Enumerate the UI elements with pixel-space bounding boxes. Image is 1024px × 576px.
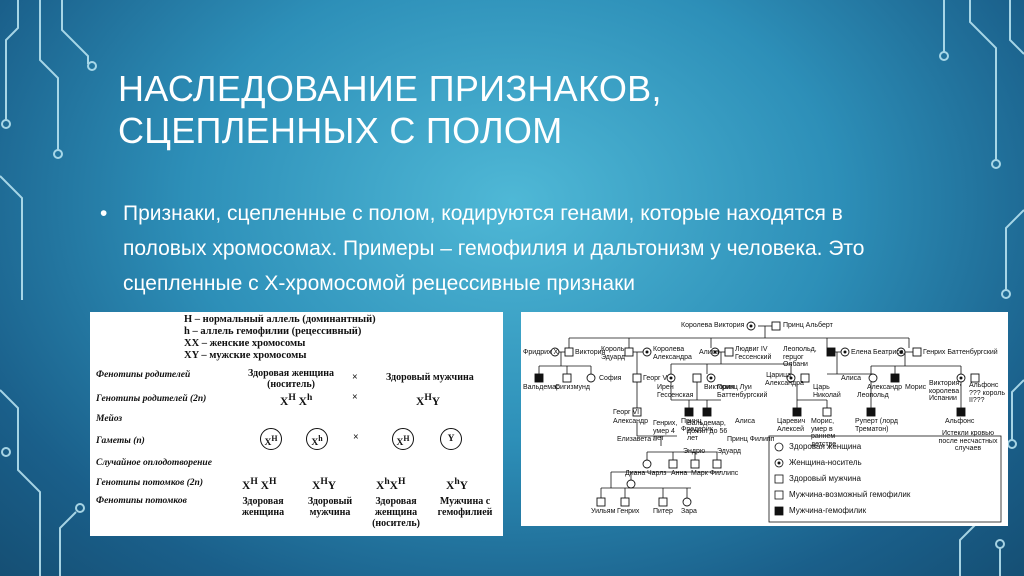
offspring-genotype: XHY bbox=[312, 476, 337, 492]
gamete-circle: Y bbox=[440, 428, 462, 450]
bullet-text: Признаки, сцепленные с полом, кодируются… bbox=[123, 202, 865, 295]
bullet-item: • Признаки, сцепленные с полом, кодируют… bbox=[100, 196, 920, 301]
pedigree-legend-item: Мужчина-возможный гемофилик bbox=[789, 490, 911, 499]
person-label: Леопольд, герцог Олбани bbox=[783, 346, 817, 368]
pedigree-legend-item: Женщина-носитель bbox=[789, 458, 862, 467]
person-label: Альфонс ??? король II??? bbox=[969, 382, 1006, 404]
person-label: Эндрю bbox=[683, 448, 706, 455]
cross-sign: × bbox=[353, 432, 359, 443]
inheritance-scheme-image: H – нормальный аллель (доминантный) h – … bbox=[90, 312, 503, 536]
row-label: Мейоз bbox=[96, 414, 123, 424]
pedigree-chart-image: Королева Виктория Принц Альберт Фридрих … bbox=[521, 312, 1008, 526]
person-label: Виктория bbox=[575, 349, 606, 356]
row-label: Фенотипы родителей bbox=[96, 370, 191, 380]
person-label: Королева Александра bbox=[653, 346, 692, 361]
parent-female-genotype: XH Xh bbox=[280, 392, 313, 408]
person-label: Александр bbox=[613, 418, 649, 425]
pedigree-legend-item: Мужчина-гемофилик bbox=[789, 506, 867, 515]
cross-sign: × bbox=[352, 392, 358, 403]
person-label: Король Эдуард bbox=[601, 346, 626, 361]
person-label: Георг VI bbox=[613, 409, 640, 416]
person-label: Марк Филлипс bbox=[691, 470, 739, 477]
gamete-circle: XH bbox=[260, 428, 282, 450]
offspring-phenotype: Здоровая женщина bbox=[241, 496, 285, 518]
person-label: Ирен Гессенская bbox=[657, 384, 694, 399]
legend-line: XY – мужские хромосомы bbox=[184, 350, 307, 361]
gamete-circle: XH bbox=[392, 428, 414, 450]
person-label: Уильям bbox=[591, 508, 616, 515]
person-label: Беатриса bbox=[873, 349, 904, 356]
legend-line: H – нормальный аллель (доминантный) bbox=[184, 314, 376, 325]
person-label: Принц Луи Баттенбургский bbox=[717, 384, 768, 399]
person-label: Морис bbox=[905, 384, 927, 391]
person-label: Принц Филипп bbox=[727, 436, 775, 443]
gamete-circle: Xh bbox=[306, 428, 328, 450]
person-label: София bbox=[599, 375, 622, 382]
person-label: Руперт (лорд Трематон) bbox=[855, 418, 898, 433]
row-label: Гаметы (п) bbox=[96, 436, 145, 446]
pedigree-legend-item: Здоровый мужчина bbox=[789, 474, 861, 483]
parent-male-phenotype: Здоровый мужчина bbox=[386, 372, 474, 383]
person-label: Сигизмунд bbox=[555, 384, 590, 391]
pedigree-lines bbox=[534, 321, 1002, 523]
legend-line: XX – женские хромосомы bbox=[184, 338, 306, 349]
person-label: Морис, умер в раннем детстве bbox=[811, 418, 837, 448]
person-label: Генрих bbox=[617, 508, 640, 515]
slide-title: НАСЛЕДОВАНИЕ ПРИЗНАКОВ, СЦЕПЛЕННЫХ С ПОЛ… bbox=[118, 68, 662, 151]
row-label: Фенотипы потомков bbox=[96, 496, 187, 506]
offspring-genotype: XhXH bbox=[376, 476, 406, 492]
offspring-genotype: XhY bbox=[446, 476, 468, 492]
person-label: Эдуард bbox=[717, 448, 742, 455]
offspring-genotype: XH XH bbox=[242, 476, 277, 492]
person-label: Диана bbox=[625, 470, 646, 477]
person-label: Принц Фредерик bbox=[681, 418, 713, 433]
offspring-phenotype: Мужчина с гемофилией bbox=[437, 496, 493, 518]
person-label: Альфонс bbox=[945, 418, 975, 425]
offspring-phenotype: Здоровая женщина (носитель) bbox=[372, 496, 420, 529]
person-label: Алиса bbox=[735, 418, 756, 425]
person-label: Фридрих X bbox=[523, 349, 559, 356]
person-label: Елена bbox=[851, 349, 872, 356]
row-label: Случайное оплодотворение bbox=[96, 458, 212, 468]
parent-female-phenotype: Здоровая женщина (носитель) bbox=[248, 368, 334, 390]
person-label: Вальдемар, дожил до 56 лет bbox=[687, 420, 728, 442]
person-label: Елизавета II bbox=[617, 436, 657, 443]
person-label: Генрих, умер 4 лет bbox=[653, 420, 678, 442]
pedigree-legend-item: Здоровая женщина bbox=[789, 442, 862, 451]
person-label: Генрих Баттенбургский bbox=[923, 349, 998, 356]
person-label: Питер bbox=[653, 508, 673, 515]
person-label: Виктория, королева Испании bbox=[929, 380, 962, 402]
legend-line: h – аллель гемофилии (рецессивный) bbox=[184, 326, 362, 337]
bullet-dot-icon: • bbox=[100, 202, 108, 225]
parent-male-genotype: XHY bbox=[416, 392, 441, 408]
person-label: Принц Альберт bbox=[783, 322, 833, 329]
cross-sign: × bbox=[352, 372, 358, 383]
person-label: Царица Александра bbox=[765, 372, 804, 387]
row-label: Генотипы родителей (2п) bbox=[96, 394, 207, 404]
person-label: Королева Виктория bbox=[681, 322, 745, 329]
person-label: Царь Николай bbox=[813, 384, 841, 399]
person-label: Истекли кровью после несчастных случаев bbox=[938, 430, 998, 452]
person-label: Георг V bbox=[643, 375, 668, 382]
person-label: Чарлз bbox=[647, 470, 667, 477]
person-label: Вальдемар bbox=[523, 384, 560, 391]
person-label: Анна bbox=[671, 470, 688, 477]
person-label: Виктория bbox=[704, 384, 735, 391]
person-label: Леопольд bbox=[857, 392, 889, 399]
row-label: Генотипы потомков (2п) bbox=[96, 478, 203, 488]
offspring-phenotype: Здоровый мужчина bbox=[307, 496, 353, 518]
person-label: Людвиг IV Гессенский bbox=[735, 346, 772, 361]
person-label: Алиса bbox=[841, 375, 862, 382]
person-label: Царевич Алексей bbox=[777, 418, 806, 433]
person-label: Алиса bbox=[699, 349, 720, 356]
person-label: Зара bbox=[681, 508, 697, 515]
person-label: Александр bbox=[867, 384, 903, 391]
